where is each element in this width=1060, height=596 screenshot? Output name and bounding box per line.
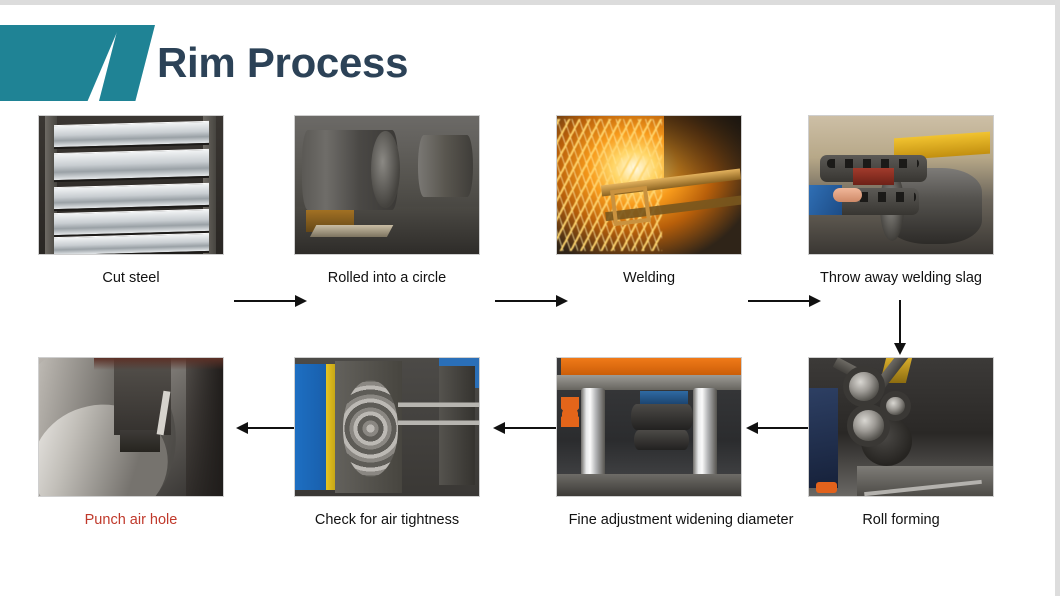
caption-roll-forming: Roll forming xyxy=(862,512,940,528)
process-step-roll-forming[interactable]: Roll forming xyxy=(808,357,994,529)
caption-welding: Welding xyxy=(622,270,676,286)
process-step-fine-adjustment-widening-diameter[interactable]: Fine adjustment widening diameter xyxy=(556,357,806,529)
slide-header: Rim Process xyxy=(0,25,1000,101)
process-step-punch-air-hole[interactable]: Punch air hole xyxy=(38,357,224,529)
process-step-cut-steel[interactable]: Cut steel xyxy=(38,115,224,287)
image-punch-air-hole xyxy=(38,357,224,497)
arrow-rolled-to-welding-icon xyxy=(495,295,568,307)
arrow-airtightness-to-punch-icon xyxy=(236,422,309,434)
image-check-for-air-tightness xyxy=(294,357,480,497)
image-fine-adjustment-widening-diameter xyxy=(556,357,742,497)
process-step-throw-away-welding-slag[interactable]: Throw away welding slag xyxy=(808,115,994,287)
image-roll-forming xyxy=(808,357,994,497)
arrow-fine-adjustment-to-airtightness-icon xyxy=(493,422,566,434)
caption-throw-away-welding-slag: Throw away welding slag xyxy=(820,270,982,286)
image-rolled-into-a-circle xyxy=(294,115,480,255)
process-step-check-for-air-tightness[interactable]: Check for air tightness xyxy=(294,357,480,529)
caption-fine-adjustment-widening-diameter: Fine adjustment widening diameter xyxy=(568,512,794,528)
arrow-cut-to-rolled-icon xyxy=(234,295,307,307)
caption-rolled-into-a-circle: Rolled into a circle xyxy=(327,270,447,286)
caption-check-for-air-tightness: Check for air tightness xyxy=(314,512,460,528)
process-row-top: Cut steel Rolled into a circle xyxy=(0,115,1053,315)
arrow-welding-to-slag-icon xyxy=(748,295,821,307)
slide-right-edge xyxy=(1055,0,1060,596)
arrow-slag-to-rollforming-icon xyxy=(894,300,906,355)
slide-top-edge xyxy=(0,0,1060,5)
image-welding xyxy=(556,115,742,255)
arrow-rollforming-to-fine-adjustment-icon xyxy=(746,422,819,434)
process-step-welding[interactable]: Welding xyxy=(556,115,742,287)
caption-punch-air-hole: Punch air hole xyxy=(84,512,178,528)
process-row-bottom: Punch air hole Check for air tightness xyxy=(0,357,1053,557)
page-title: Rim Process xyxy=(157,39,409,86)
caption-cut-steel: Cut steel xyxy=(102,270,160,286)
image-throw-away-welding-slag xyxy=(808,115,994,255)
process-step-rolled-into-a-circle[interactable]: Rolled into a circle xyxy=(294,115,480,287)
image-cut-steel xyxy=(38,115,224,255)
